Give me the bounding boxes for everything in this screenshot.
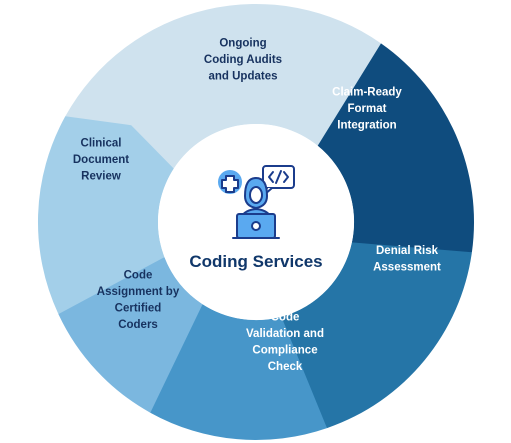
segment-label-line: Format — [348, 103, 387, 115]
segments-layer — [37, 3, 475, 441]
segment-label-line: Clinical — [81, 138, 122, 150]
segment-label-line: Assignment by — [97, 286, 180, 298]
segment-denial-risk — [281, 242, 472, 429]
segment-label-line: Certified — [115, 302, 162, 314]
segment-label-line: and Updates — [208, 71, 277, 83]
segment-label-line: Claim-Ready — [332, 87, 402, 99]
segment-label-line: Ongoing — [219, 38, 266, 50]
segment-label-line: Check — [268, 361, 303, 373]
segment-label-line: Review — [81, 171, 121, 183]
segment-label-line: Coding Audits — [204, 54, 282, 66]
segment-label-line: Integration — [337, 120, 396, 132]
segment-claim-ready-format — [317, 43, 475, 268]
segment-clinical-review — [37, 116, 174, 315]
segment-ongoing-coding-audits — [65, 3, 382, 169]
segment-label-line: Coders — [118, 319, 158, 331]
segment-label-line: Validation and — [246, 328, 324, 340]
segment-label-line: Denial Risk — [376, 245, 439, 257]
coder-with-code-and-medical-cross-icon — [218, 165, 295, 239]
segment-label-line: Compliance — [252, 344, 317, 356]
segment-code-assignment — [58, 257, 203, 413]
segment-label-line: Code — [124, 269, 153, 281]
segment-label-line: Document — [73, 154, 129, 166]
center-title: Coding Services — [189, 252, 322, 271]
segment-label-line: Assessment — [373, 261, 441, 273]
segment-code-validation — [150, 304, 327, 441]
